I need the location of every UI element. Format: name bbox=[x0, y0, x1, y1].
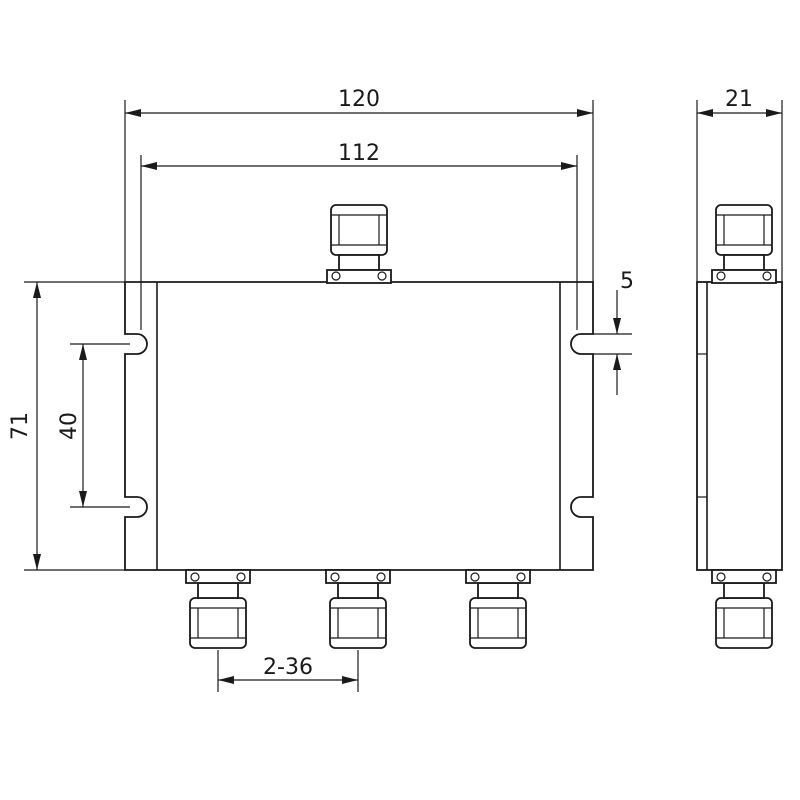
side-top-connector bbox=[711, 204, 777, 284]
depth-label: 21 bbox=[725, 87, 753, 112]
front-view bbox=[124, 204, 594, 649]
side-bottom-connector bbox=[711, 569, 777, 649]
dimension-overall-height: 71 bbox=[8, 281, 125, 571]
dimension-overall-width: 120 bbox=[124, 87, 594, 282]
side-body bbox=[696, 281, 783, 571]
mount-spacing-width-label: 112 bbox=[338, 141, 380, 166]
dimension-depth: 21 bbox=[696, 87, 783, 282]
overall-height-label: 71 bbox=[8, 412, 33, 440]
dimension-slot-width: 5 bbox=[593, 269, 634, 395]
dimension-connector-pitch: 2-36 bbox=[217, 650, 359, 692]
overall-width-label: 120 bbox=[338, 87, 380, 112]
slot-width-label: 5 bbox=[620, 269, 634, 294]
output-connector-3 bbox=[465, 569, 531, 649]
connector-pitch-label: 2-36 bbox=[263, 655, 313, 680]
side-view bbox=[696, 204, 783, 649]
output-connector-1 bbox=[185, 569, 251, 649]
dimension-mount-spacing-width: 112 bbox=[140, 141, 578, 330]
mounting-plate bbox=[124, 281, 594, 571]
output-connector-2 bbox=[325, 569, 391, 649]
input-connector bbox=[326, 204, 392, 284]
mount-spacing-height-label: 40 bbox=[57, 412, 82, 440]
dimension-mount-spacing-height: 40 bbox=[57, 343, 130, 508]
